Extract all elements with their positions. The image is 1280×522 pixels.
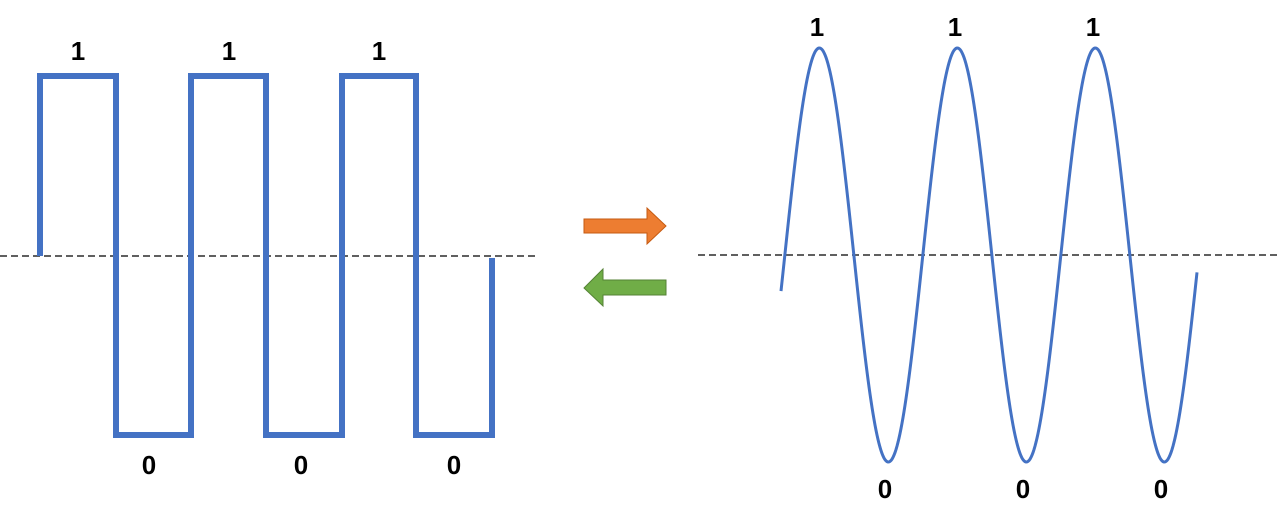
square-wave-panel: 1 1 1 0 0 0	[0, 36, 537, 480]
sine-one-label: 1	[810, 12, 824, 42]
square-one-label: 1	[71, 36, 85, 66]
sine-zero-label: 0	[1154, 474, 1168, 504]
sine-one-label: 1	[1086, 12, 1100, 42]
square-zero-label: 0	[294, 450, 308, 480]
square-zero-label: 0	[447, 450, 461, 480]
sine-one-label: 1	[948, 12, 962, 42]
sine-wave-signal	[779, 46, 1199, 464]
square-one-label: 1	[372, 36, 386, 66]
sine-wave-panel: 1 1 1 0 0 0	[698, 12, 1280, 504]
sine-zero-label: 0	[878, 474, 892, 504]
arrow-right-icon	[583, 206, 667, 246]
arrow-left-icon	[583, 267, 667, 308]
square-wave-signal	[37, 73, 495, 438]
sine-zero-label: 0	[1016, 474, 1030, 504]
square-one-label: 1	[222, 36, 236, 66]
square-zero-label: 0	[142, 450, 156, 480]
conversion-arrows	[583, 206, 667, 308]
